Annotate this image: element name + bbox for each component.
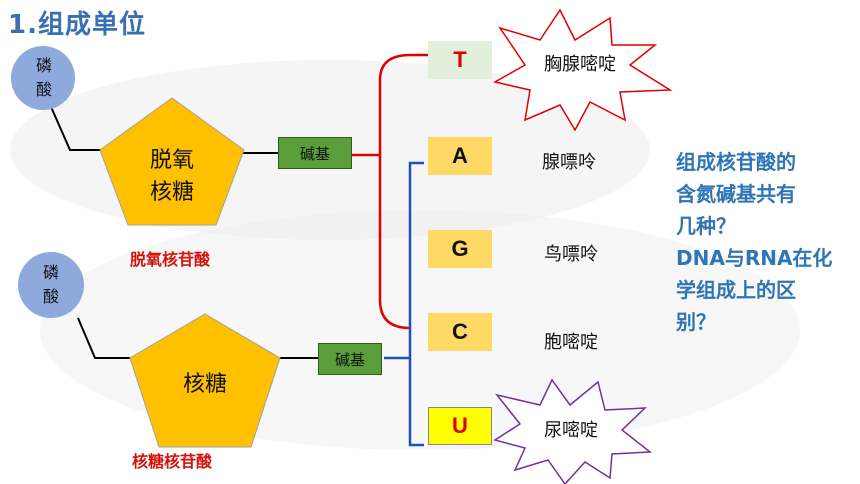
ribose-pentagon: [129, 313, 281, 448]
phosphate-label-rna: 磷 酸: [36, 261, 66, 309]
phosphate-char: 酸: [42, 287, 59, 306]
base-tag-rna: 碱基: [318, 343, 382, 375]
phosphate-circle-rna: [18, 252, 84, 318]
base-name-adenine: 腺嘌呤: [542, 152, 596, 173]
base-tag-dna: 碱基: [278, 137, 352, 169]
phosphate-char: 磷: [35, 56, 52, 75]
starburst-uracil: [493, 378, 653, 484]
question-line: DNA与RNA在化: [676, 246, 833, 270]
base-box-g: G: [428, 230, 492, 268]
page-title: 1.组成单位: [8, 10, 146, 40]
ribose-label: 核糖: [182, 372, 227, 397]
deoxyribose-label: 脱氧 核糖: [130, 145, 214, 209]
phosphate-char: 酸: [35, 80, 52, 99]
base-name-uracil: 尿嘧啶: [544, 420, 598, 441]
question-line: 组成核苷酸的: [676, 150, 796, 174]
base-name-cytosine: 胞嘧啶: [544, 332, 598, 353]
sugar-line: 核糖: [149, 180, 194, 205]
question-line: 几种？: [676, 214, 736, 238]
starburst-thymine: [492, 8, 673, 132]
dna-nucleotide-label: 脱氧核苷酸: [130, 250, 211, 269]
base-name-thymine: 胸腺嘧啶: [544, 54, 616, 75]
base-box-t: T: [428, 41, 492, 79]
base-box-a: A: [428, 137, 492, 175]
deoxyribose-pentagon: [99, 97, 245, 226]
rna-bracket: [408, 161, 424, 447]
question-line: 别？: [676, 310, 716, 334]
connector-line: [47, 99, 103, 151]
question-line: 含氮碱基共有: [676, 182, 796, 206]
rna-nucleotide-label: 核糖核苷酸: [132, 452, 213, 471]
question-text: 组成核苷酸的 含氮碱基共有 几种？ DNA与RNA在化 学组成上的区 别？: [676, 146, 858, 338]
connector-line: [77, 317, 130, 359]
question-line: 学组成上的区: [676, 278, 796, 302]
base-box-u: U: [428, 407, 492, 445]
phosphate-label-dna: 磷 酸: [29, 54, 59, 102]
sugar-line: 脱氧: [149, 148, 194, 173]
phosphate-char: 磷: [42, 263, 59, 282]
dna-bracket: [378, 53, 411, 330]
base-name-guanine: 鸟嘌呤: [544, 244, 598, 265]
base-box-c: C: [428, 313, 492, 351]
phosphate-circle-dna: [11, 46, 75, 110]
